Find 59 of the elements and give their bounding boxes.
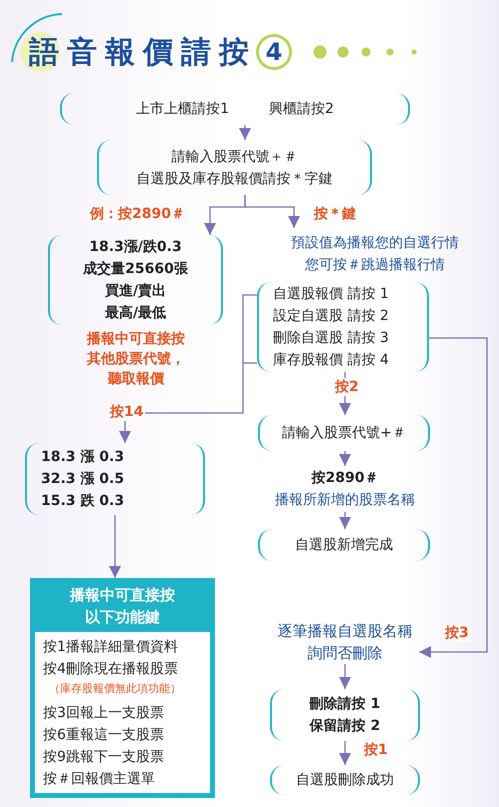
bracket-box	[257, 282, 429, 372]
key-instruction: 按4刪除現在播報股票	[42, 660, 179, 679]
box-text: 保留請按 2	[310, 717, 380, 736]
arrow	[339, 512, 351, 529]
box-text: 最高/最低	[104, 304, 166, 323]
bracket-box	[97, 140, 372, 195]
instruction-text: 按2890＃	[312, 469, 378, 488]
box-text: 自選股刪除成功	[296, 771, 394, 790]
arrow	[109, 515, 121, 578]
key-instruction: 按9跳報下一支股票	[42, 748, 165, 767]
bracket-box	[60, 93, 410, 125]
key-instruction: 按＃回報價主選單	[42, 770, 156, 789]
arrow	[119, 294, 258, 444]
key-instruction: 按1播報詳細量價資料	[42, 638, 179, 657]
box-text: 自選股及庫存股報價請按＊字鍵	[136, 170, 332, 188]
box-text: 設定自選股 請按 2	[273, 307, 389, 326]
arrow	[339, 664, 351, 689]
arrow	[339, 741, 351, 765]
note-text: 播報中可直接按其他股票代號，聽取報價	[86, 330, 186, 389]
key-instruction: 按3回報上一支股票	[42, 704, 165, 723]
bracket-box	[270, 765, 420, 795]
box-text: 上市上櫃請按1	[136, 100, 229, 119]
panel-heading: 播報中可直接按以下功能鍵	[34, 582, 211, 632]
edge-label: 按＊鍵	[312, 205, 358, 223]
key-instruction: （庫存股報價無此項功能）	[48, 681, 182, 697]
title: 語音報價請按	[29, 34, 257, 72]
edge-label: 按14	[108, 403, 146, 421]
box-text: 興櫃請按2	[269, 100, 334, 119]
box-text: 請輸入股票代號＋＃	[172, 148, 298, 166]
key-instruction: 按6重報這一支股票	[42, 726, 165, 745]
box-text: 庫存股報價 請按 4	[273, 351, 389, 370]
box-text: 32.3 漲 0.5	[41, 470, 124, 489]
arrow	[419, 337, 488, 658]
box-text: 買進/賣出	[104, 282, 166, 301]
box-text: 成交量25660張	[83, 260, 188, 279]
arrow	[239, 125, 251, 140]
instruction-text: 逐筆播報自選股名稱詢問否刪除	[276, 621, 414, 664]
edge-label: 按3	[443, 624, 471, 642]
function-key-panel	[30, 578, 215, 798]
box-text: 刪除自選股 請按 3	[273, 329, 389, 348]
edge-label: 按2	[333, 378, 361, 396]
arrow	[339, 451, 351, 466]
box-text: 自選股新增完成	[295, 536, 393, 555]
arrow	[244, 195, 300, 228]
box-text: 18.3 漲 0.3	[41, 448, 124, 467]
instruction-text: 您可按＃跳過播報行情	[305, 256, 445, 275]
box-text: 自選股報價 請按 1	[273, 285, 389, 304]
bracket-box	[258, 529, 430, 561]
instruction-text: 預設值為播報您的自選行情	[291, 234, 459, 253]
box-text: 15.3 跌 0.3	[41, 492, 124, 511]
box-text: 請輸入股票代號+＃	[282, 424, 406, 443]
box-text: 刪除請按 1	[310, 695, 380, 714]
edge-label: 按1	[362, 741, 390, 759]
bracket-box	[48, 235, 223, 325]
bracket-box	[25, 443, 205, 515]
instruction-text: 播報所新增的股票名稱	[275, 491, 415, 510]
bracket-box	[258, 415, 430, 451]
circled-number: 4	[256, 34, 292, 70]
box-text: 18.3漲/跌0.3	[89, 238, 182, 257]
